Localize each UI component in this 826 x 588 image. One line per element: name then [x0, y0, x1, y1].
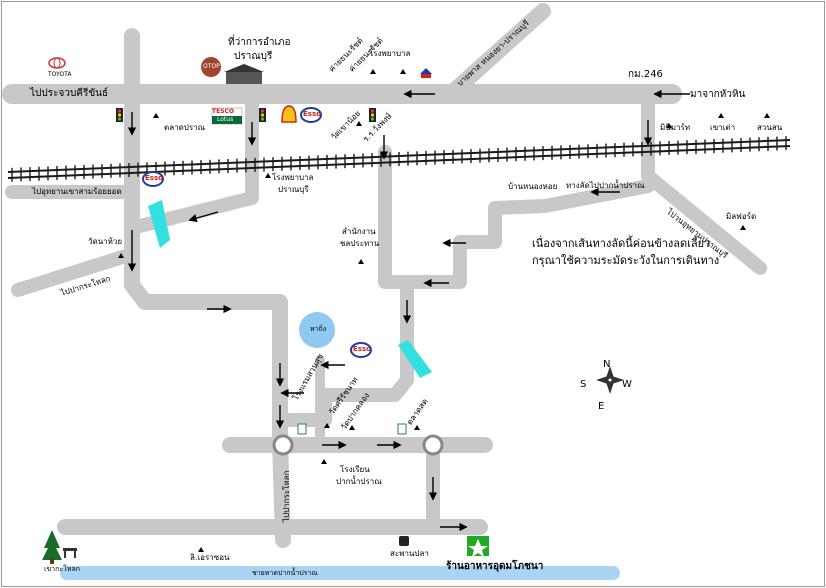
shell-logo-icon [281, 105, 297, 123]
roundabout-east [422, 434, 444, 456]
to-prachuap-label: ไปประจวบคีรีขันธ์ [30, 88, 109, 99]
district-office-label-2: ปราณบุรี [234, 51, 273, 62]
landmark-markers [118, 69, 770, 552]
bypass-road [447, 3, 551, 98]
sea-view-label: ลิ.เอราซอน [190, 553, 230, 562]
toyota-logo-icon [48, 57, 66, 69]
khao-kalok-label: เขากะโหลก [44, 565, 81, 573]
mil-ford-label: มิลฟอร์ด [726, 212, 757, 221]
from-hua-hin-label: มาจากหัวหิน [690, 89, 746, 100]
ban-nong-hoi-label: บ้านหนองหอย [508, 182, 558, 191]
highway-km-label: กม.246 [628, 69, 663, 80]
pier-icon [399, 536, 409, 546]
hospital-label-2: ปราณบุรี [278, 185, 309, 194]
lotus-label: Lotus [217, 116, 234, 123]
river-crossing-west [148, 200, 170, 248]
otop-label: OTOP [203, 63, 220, 70]
otop-logo-icon [201, 57, 221, 77]
pak-nam-shortcut-label: ทางลัดไปปากน้ำปราณ [566, 181, 645, 190]
seven-eleven-icon [297, 423, 407, 435]
warning-line-1: เนื่องจากเส้นทางลัดนี้ค่อนข้างลดเลี้ยว [532, 237, 711, 250]
irrigation-office-label-2: ชลประทาน [340, 239, 380, 248]
toyota-label: TOYOTA [48, 71, 72, 78]
sam-roi-yot-label: ไปอุทยานเขาสามร้อยยอด [32, 187, 122, 196]
restaurant-icon [467, 536, 489, 557]
esso-label-1: Esso [303, 110, 321, 118]
hospital-label-1: โรงพยาบาล [272, 173, 314, 182]
restaurant-label: ร้านอาหารอุดมโภชนา [446, 561, 544, 572]
compass-rose-icon [596, 366, 624, 394]
compass-e: E [598, 401, 605, 412]
beach-label: ชายหาดปากน้ำปราณ [252, 569, 318, 577]
beach-water [60, 566, 620, 580]
pier-label: สะพานปลา [390, 549, 429, 558]
wat-nong-yai-label: วัดนาห้วย [88, 237, 123, 246]
khao-tao-label: เขาเต่า [710, 123, 736, 132]
pond [299, 312, 335, 348]
pond-label: หาถิ่ง [310, 325, 327, 333]
traffic-light-icon [116, 108, 376, 122]
compass-n: N [603, 359, 611, 370]
warning-line-2: กรุณาใช้ความระมัดระวังในการเดินทาง [532, 254, 720, 267]
school-label-1: โรงเรียน [340, 465, 370, 474]
irrigation-office-label-1: สำนักงาน [342, 227, 376, 236]
school-label-2: ปากน้ำปราณ [336, 477, 382, 486]
district-office-label-1: ที่ว่าการอำเภอ [228, 37, 291, 48]
compass-s: S [580, 379, 587, 390]
river-crossing-east [398, 340, 432, 378]
talat-pranburi-label: ตลาดปราณ [164, 123, 206, 132]
direction-arrows [127, 89, 690, 532]
shortcut-road [378, 145, 655, 289]
suan-son-label: สวนสน [757, 123, 783, 132]
road-to-mid [283, 283, 414, 427]
tree-icon [42, 530, 77, 564]
esso-label-3: Esso [353, 345, 371, 353]
railway [7, 136, 791, 182]
esso-label-2: Esso [145, 174, 163, 182]
tesco-label: TESCO [212, 108, 235, 115]
hospital-top-label: โรงพยาบาล [369, 49, 411, 58]
house-icon [420, 68, 432, 78]
to-pak-nam-label: ไปปากระโหลก [282, 470, 291, 522]
tesco-lotus-logo [211, 107, 243, 125]
road-to-nong-pho [11, 247, 139, 297]
esso-logo-icon [142, 107, 372, 358]
district-office-icon [224, 64, 264, 84]
compass-w: W [622, 379, 632, 390]
roads [2, 3, 767, 548]
minimart-label: มินิมาร์ท [660, 123, 691, 132]
roundabout-west [272, 434, 294, 456]
